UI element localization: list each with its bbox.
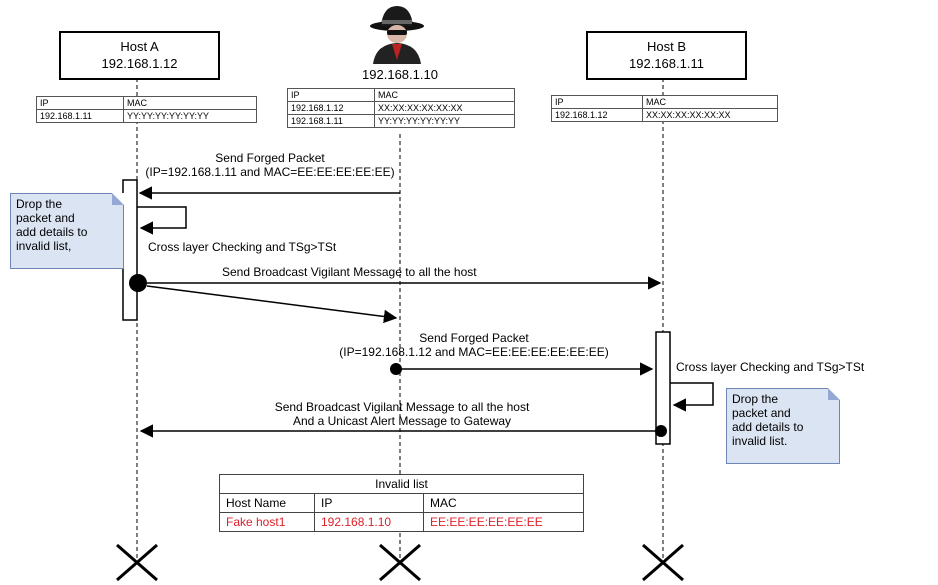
label-forged-to-b: Send Forged Packet (IP=192.168.1.12 and … — [296, 331, 652, 359]
host-a-name: Host A — [120, 39, 159, 54]
invalid-list-col-mac: MAC — [423, 493, 584, 513]
invalid-list-row: Fake host1 192.168.1.10 EE:EE:EE:EE:EE:E… — [219, 512, 584, 532]
invalid-list-header-row: Host Name IP MAC — [219, 493, 584, 513]
activation-bar-host-b — [655, 331, 671, 445]
label-check-host-a: Cross layer Checking and TSg>TSt — [148, 240, 337, 254]
label-forged-to-a-line2: (IP=192.168.1.11 and MAC=EE:EE:EE:EE:EE) — [145, 165, 395, 179]
label-forged-to-a: Send Forged Packet (IP=192.168.1.11 and … — [90, 151, 450, 179]
lifeline-end-x-host-b — [642, 543, 684, 582]
arp-cell-mac: XX:XX:XX:XX:XX:XX — [374, 101, 515, 115]
self-loop-host-a — [137, 206, 187, 235]
arp-col-mac: MAC — [374, 88, 515, 102]
label-broadcast-b-line1: Send Broadcast Vigilant Message to all t… — [274, 400, 530, 414]
note-host-a-line: Drop the — [16, 197, 63, 211]
note-host-b-line: packet and — [732, 406, 791, 420]
arp-col-ip: IP — [551, 95, 643, 109]
note-host-a-line: packet and — [16, 211, 75, 225]
arp-cell-mac: YY:YY:YY:YY:YY:YY — [374, 114, 515, 128]
note-host-b-line: Drop the — [732, 392, 779, 406]
note-fold-icon — [828, 388, 840, 400]
host-a-ip: 192.168.1.12 — [101, 56, 178, 71]
host-b-ip: 192.168.1.11 — [629, 56, 704, 71]
self-loop-host-b — [670, 382, 714, 412]
note-host-a-line: invalid list, — [16, 239, 72, 253]
invalid-list-table: Invalid list Host Name IP MAC Fake host1… — [219, 474, 584, 532]
label-broadcast-b: Send Broadcast Vigilant Message to all t… — [212, 400, 592, 428]
invalid-list-title: Invalid list — [219, 474, 584, 494]
lifeline-end-x-host-a — [116, 543, 158, 582]
arp-col-mac: MAC — [642, 95, 778, 109]
label-check-host-b: Cross layer Checking and TSg>TSt — [676, 360, 865, 374]
note-host-b-line: add details to — [732, 420, 804, 434]
arrow-broadcast-a-to-attacker — [146, 285, 398, 324]
note-host-b-line: invalid list. — [732, 434, 788, 448]
label-broadcast-b-line2: And a Unicast Alert Message to Gateway — [292, 414, 512, 428]
arp-col-ip: IP — [36, 96, 124, 110]
invalid-list-title-row: Invalid list — [219, 474, 584, 494]
arp-cell-ip: 192.168.1.12 — [287, 101, 375, 115]
host-b-box: Host B 192.168.1.11 — [586, 31, 747, 80]
broadcast-origin-dot-b — [655, 425, 667, 437]
arp-col-ip: IP — [287, 88, 375, 102]
arp-cell-ip: 192.168.1.11 — [36, 109, 124, 123]
arp-cell-mac: YY:YY:YY:YY:YY:YY — [123, 109, 257, 123]
invalid-list-col-hostname: Host Name — [219, 493, 315, 513]
label-forged-to-a-line1: Send Forged Packet — [215, 151, 325, 165]
lifeline-end-x-attacker — [379, 543, 421, 582]
note-host-b: Drop the packet and add details to inval… — [726, 388, 840, 464]
activation-bar-host-a — [122, 179, 138, 321]
forged-origin-dot-attacker — [390, 363, 402, 375]
note-fold-icon — [112, 193, 124, 205]
arp-col-mac: MAC — [123, 96, 257, 110]
label-broadcast-a: Send Broadcast Vigilant Message to all t… — [222, 265, 477, 279]
invalid-list-cell-ip: 192.168.1.10 — [314, 512, 424, 532]
note-host-a-line: add details to — [16, 225, 88, 239]
broadcast-origin-dot-a — [129, 274, 147, 292]
attacker-ip: 192.168.1.10 — [362, 67, 438, 82]
invalid-list-col-ip: IP — [314, 493, 424, 513]
arp-cell-ip: 192.168.1.12 — [551, 108, 643, 122]
spy-icon — [370, 6, 424, 64]
label-forged-to-b-line2: (IP=192.168.1.12 and MAC=EE:EE:EE:EE:EE:… — [339, 345, 609, 359]
host-b-name: Host B — [646, 39, 686, 54]
host-a-box: Host A 192.168.1.12 — [59, 31, 220, 80]
arp-cell-ip: 192.168.1.11 — [287, 114, 375, 128]
note-host-a: Drop the packet and add details to inval… — [10, 193, 124, 269]
arp-cell-mac: XX:XX:XX:XX:XX:XX — [642, 108, 778, 122]
invalid-list-cell-hostname: Fake host1 — [219, 512, 315, 532]
invalid-list-cell-mac: EE:EE:EE:EE:EE:EE — [423, 512, 584, 532]
label-forged-to-b-line1: Send Forged Packet — [419, 331, 529, 345]
